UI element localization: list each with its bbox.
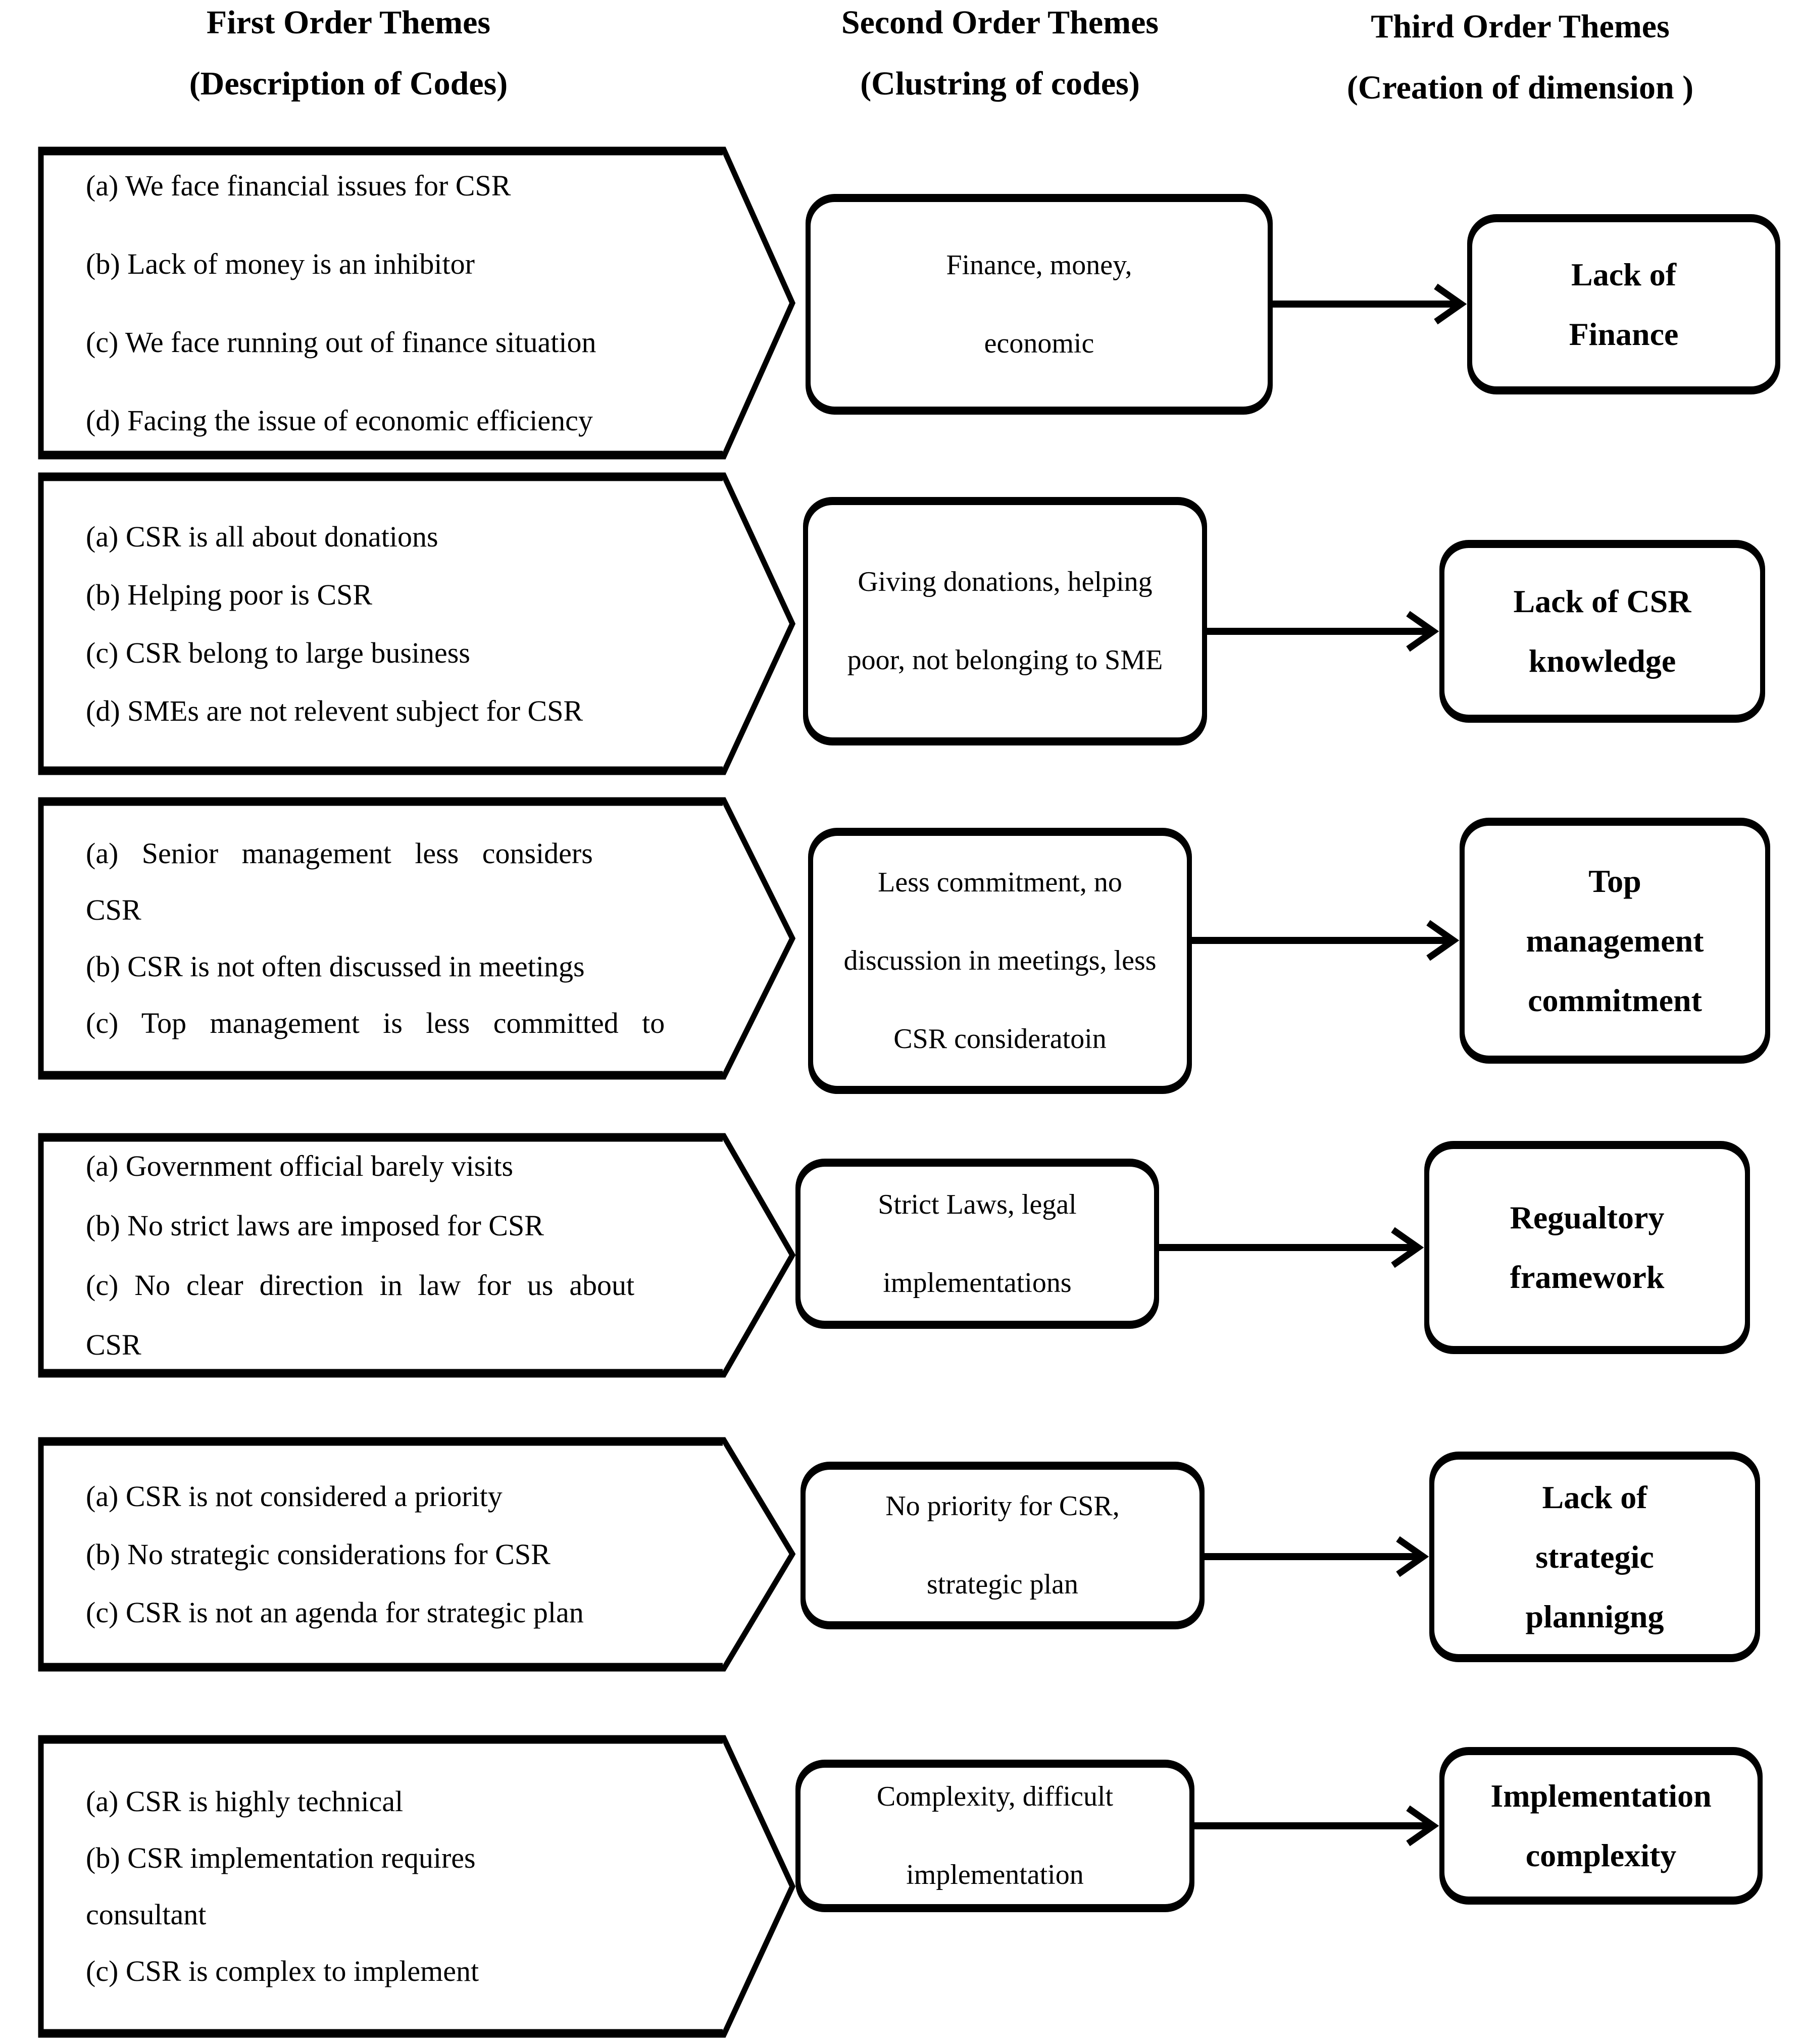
first-order-item: (a) Government official barely visits	[86, 1149, 514, 1182]
first-order-item: (a) We face financial issues for CSR	[86, 169, 511, 202]
arrow-right-icon	[1273, 283, 1467, 325]
arrow-right-icon	[1194, 1805, 1439, 1847]
column-header-subtitle: (Clustring of codes)	[860, 65, 1140, 103]
first-order-item: (b) Lack of money is an inhibitor	[86, 247, 475, 280]
second-order-box: No priority for CSR, strategic plan	[801, 1465, 1205, 1626]
third-order-theme-text: Regualtory framework	[1510, 1200, 1665, 1295]
first-order-item: (b) No strategic considerations for CSR	[86, 1538, 551, 1571]
third-order-box: Regualtory framework	[1424, 1144, 1750, 1351]
first-order-box	[38, 1437, 795, 1672]
second-order-box: Finance, money, economic	[806, 197, 1273, 412]
first-order-item: (d) SMEs are not relevent subject for CS…	[86, 694, 583, 727]
first-order-item: (d) Facing the issue of economic efficie…	[86, 404, 593, 437]
first-order-item: (c) CSR is not an agenda for strategic p…	[86, 1596, 584, 1629]
third-order-theme-text: Lack of strategic plannigng	[1525, 1479, 1664, 1634]
third-order-box: Lack of Finance	[1467, 217, 1780, 391]
first-order-box	[38, 797, 795, 1080]
column-header-first-order: First Order Themes (Description of Codes…	[20, 5, 677, 102]
second-order-box: Less commitment, no discussion in meetin…	[808, 831, 1192, 1091]
third-order-box: Implementation complexity	[1439, 1750, 1763, 1902]
first-order-box	[38, 472, 795, 775]
first-order-item: (b) Helping poor is CSR	[86, 578, 373, 611]
column-header-second-order: Second Order Themes (Clustring of codes)	[722, 5, 1278, 102]
arrow-right-icon	[1207, 611, 1439, 652]
second-order-box: Giving donations, helping poor, not belo…	[803, 500, 1207, 742]
first-order-item: (a) CSR is not considered a priority	[86, 1480, 503, 1513]
first-order-item: (c) No clear direction in law for us abo…	[86, 1268, 635, 1361]
column-header-subtitle: (Creation of dimension )	[1346, 69, 1694, 107]
second-order-box: Complexity, difficult implementation	[795, 1763, 1194, 1909]
second-order-theme-text: Complexity, difficult implementation	[876, 1781, 1114, 1890]
second-order-theme-text: Finance, money, economic	[946, 249, 1132, 359]
column-header-subtitle: (Description of Codes)	[189, 65, 508, 103]
third-order-theme-text: Implementation complexity	[1490, 1778, 1712, 1873]
column-header-title: First Order Themes	[206, 4, 491, 41]
column-header-title: Third Order Themes	[1371, 8, 1670, 45]
arrow-right-icon	[1205, 1536, 1429, 1577]
first-order-box	[38, 146, 795, 460]
second-order-theme-text: Giving donations, helping poor, not belo…	[847, 566, 1163, 676]
first-order-item: (c) Top management is less committed to	[86, 1007, 665, 1039]
first-order-codes: (a) CSR is all about donations (b) Helpi…	[38, 472, 725, 775]
first-order-item: (a) CSR is all about donations	[86, 520, 438, 553]
first-order-item: (c) CSR is complex to implement	[86, 1955, 479, 1987]
third-order-theme-text: Top management commitment	[1526, 863, 1704, 1018]
second-order-box: Strict Laws, legal implementations	[795, 1162, 1159, 1326]
first-order-item: (b) No strict laws are imposed for CSR	[86, 1209, 544, 1242]
third-order-theme-text: Lack of Finance	[1569, 256, 1679, 352]
first-order-item: (a) Senior management less considers CSR	[86, 837, 593, 926]
first-order-item: (a) CSR is highly technical	[86, 1785, 404, 1818]
first-order-codes: (a) We face financial issues for CSR (b)…	[38, 146, 725, 460]
column-header-third-order: Third Order Themes (Creation of dimensio…	[1293, 9, 1747, 106]
first-order-codes: (a) CSR is not considered a priority (b)…	[38, 1437, 725, 1672]
third-order-theme-text: Lack of CSR knowledge	[1513, 583, 1691, 679]
third-order-box: Top management commitment	[1460, 821, 1770, 1061]
first-order-codes: (a) CSR is highly technical (b) CSR impl…	[38, 1735, 725, 2038]
first-order-item: (c) We face running out of finance situa…	[86, 326, 596, 359]
first-order-codes: (a) Government official barely visits (b…	[38, 1133, 725, 1378]
third-order-box: Lack of CSR knowledge	[1439, 543, 1765, 720]
first-order-codes: (a) Senior management less considers CSR…	[38, 797, 725, 1080]
arrow-right-icon	[1159, 1227, 1424, 1268]
second-order-theme-text: No priority for CSR, strategic plan	[885, 1490, 1120, 1600]
column-header-title: Second Order Themes	[841, 4, 1159, 41]
first-order-item: (b) CSR is not often discussed in meetin…	[86, 950, 585, 983]
second-order-theme-text: Strict Laws, legal implementations	[878, 1188, 1077, 1299]
second-order-theme-text: Less commitment, no discussion in meetin…	[843, 867, 1157, 1055]
arrow-right-icon	[1192, 920, 1460, 961]
first-order-item: (c) CSR belong to large business	[86, 636, 470, 669]
third-order-box: Lack of strategic plannigng	[1429, 1455, 1760, 1659]
first-order-box	[38, 1735, 795, 2038]
first-order-box	[38, 1133, 795, 1378]
first-order-item: (b) CSR implementation requires consulta…	[86, 1841, 476, 1931]
